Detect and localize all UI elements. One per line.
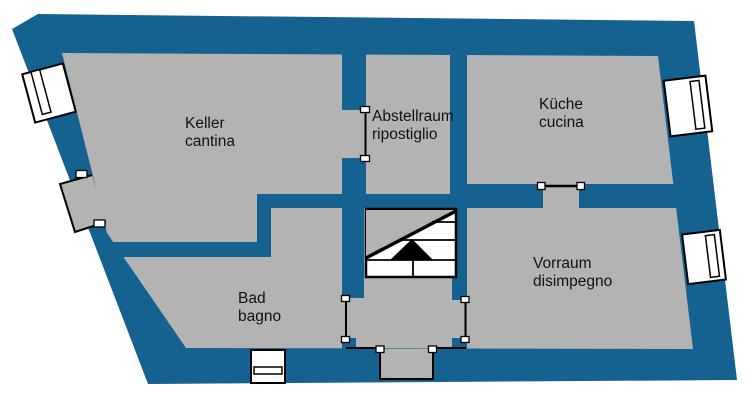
door-jamb [536,181,546,191]
room-label-keller-line2: cantina [185,133,235,150]
room-label-kueche-line1: Küche [539,96,583,113]
room-label-kueche-line2: cucina [539,114,584,131]
wall-keller-bad [110,242,271,257]
door-jamb [340,335,351,344]
wall-abstellraum-kueche [450,55,467,208]
room-labels: Keller cantina Abstellraum ripostiglio K… [185,96,612,325]
door-jamb [340,294,351,303]
door-jamb [75,169,88,179]
door-bad-vestibule [340,294,351,344]
entry-niche [58,169,107,234]
window-left [21,62,77,124]
wall-below-abstellraum [257,194,467,208]
entry-porch [375,345,438,380]
window-vorraum [680,228,728,286]
door-jamb [359,154,371,163]
room-label-abstellraum-line1: Abstellraum [372,108,454,125]
wall-stairwell-left [342,208,364,298]
room-label-vorraum-line2: disimpegno [533,273,612,290]
door-jamb [375,345,385,354]
door-jamb [359,105,371,114]
door-jamb [460,335,470,344]
wall-keller-abstellraum-upper [342,53,366,110]
door-jamb [576,181,586,191]
door-keller-abstellraum [359,105,371,163]
staircase [364,207,458,279]
window-kitchen [662,74,714,138]
room-label-vorraum-line1: Vorraum [533,255,592,272]
wall-step-connector [257,194,271,257]
door-jamb [427,345,438,354]
room-label-abstellraum-line2: ripostiglio [372,126,437,143]
window-bath [250,349,286,384]
room-label-bad-line2: bagno [238,308,281,325]
stair-direction-arrow [390,239,433,260]
door-jamb [93,219,106,228]
stair-stringer-line [365,209,457,260]
door-jamb [460,295,470,304]
door-vorraum-vestibule [460,295,470,344]
stair-steps [366,221,456,277]
door-kueche-vorraum [536,181,586,208]
room-label-bad-line1: Bad [238,290,266,307]
room-label-keller-line1: Keller [185,115,225,132]
